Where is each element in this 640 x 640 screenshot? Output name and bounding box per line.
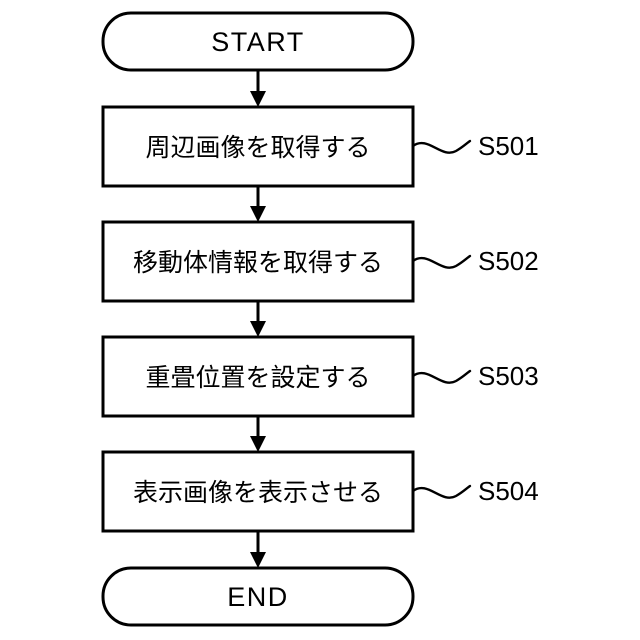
s501-step-label: S501 xyxy=(478,131,539,161)
s504-step-label: S504 xyxy=(478,476,539,506)
s503-label: 重畳位置を設定する xyxy=(145,363,370,392)
step-connector-s503 xyxy=(411,369,472,384)
s504-label: 表示画像を表示させる xyxy=(133,478,383,507)
start-label: START xyxy=(211,27,305,57)
arrow-head-icon xyxy=(250,321,266,337)
node-s501 xyxy=(101,105,415,188)
connector-s504-to-end xyxy=(250,531,266,568)
connector-start-to-s501 xyxy=(250,70,266,107)
squiggle-connector xyxy=(411,484,472,499)
squiggle-connector xyxy=(411,254,472,269)
step-connector-s504 xyxy=(411,484,472,499)
node-end xyxy=(101,566,415,627)
end-terminator-shape xyxy=(101,566,415,627)
s503-step-label: S503 xyxy=(478,361,539,391)
s501-process-shape xyxy=(101,105,415,188)
arrow-head-icon xyxy=(250,206,266,222)
arrow-head-icon xyxy=(250,552,266,568)
s502-label: 移動体情報を取得する xyxy=(133,248,383,277)
step-connector-s501 xyxy=(411,139,472,154)
s502-step-label: S502 xyxy=(478,246,539,276)
arrow-head-icon xyxy=(250,91,266,107)
connector-s502-to-s503 xyxy=(250,301,266,337)
end-label: END xyxy=(227,582,289,612)
squiggle-connector xyxy=(411,369,472,384)
squiggle-connector xyxy=(411,139,472,154)
connector-s503-to-s504 xyxy=(250,416,266,452)
s501-label: 周辺画像を取得する xyxy=(145,133,370,162)
node-s504 xyxy=(101,450,415,533)
step-connector-s502 xyxy=(411,254,472,269)
connector-s501-to-s502 xyxy=(250,186,266,222)
arrow-head-icon xyxy=(250,436,266,452)
s504-process-shape xyxy=(101,450,415,533)
